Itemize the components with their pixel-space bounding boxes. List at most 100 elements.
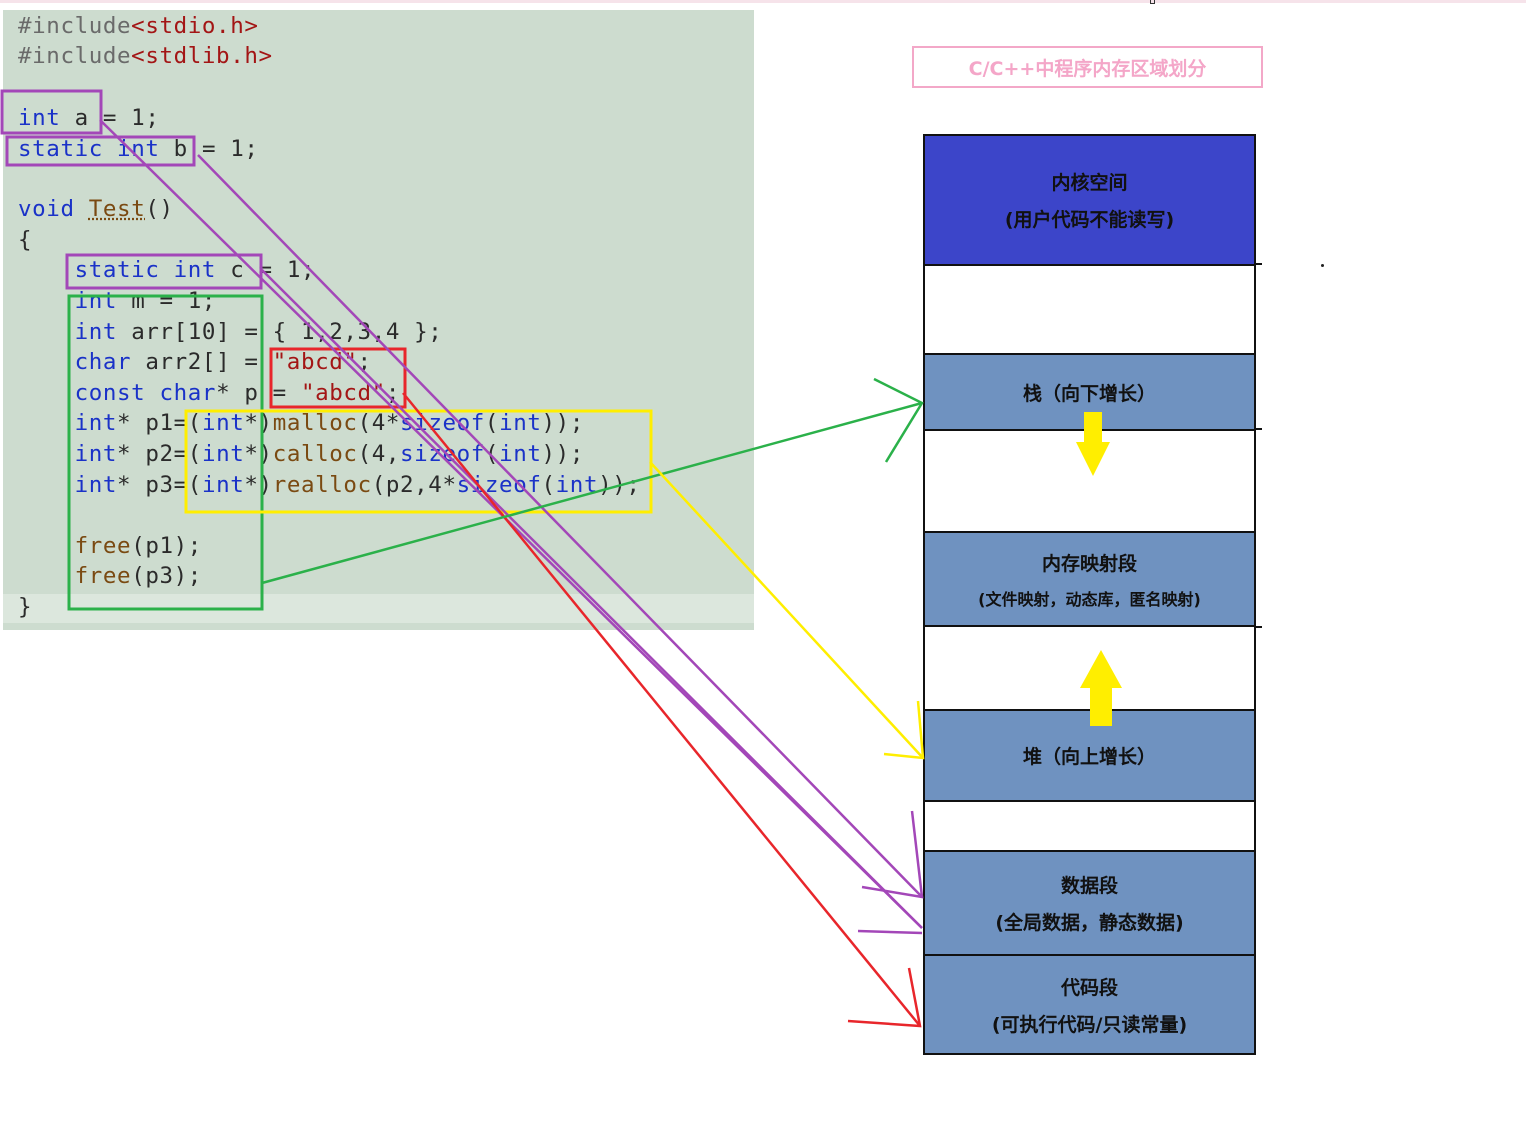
code-token: int	[74, 472, 118, 498]
green-box-locals	[67, 294, 264, 611]
code-token: (4,	[357, 441, 401, 467]
purple-box-int-a	[0, 89, 103, 135]
code-token: *)	[244, 472, 273, 498]
yellow-arrow-heap	[649, 461, 924, 759]
heap-block: 堆（向上增长）	[923, 709, 1256, 802]
code-token: int	[201, 472, 245, 498]
code-token: int	[499, 441, 542, 467]
gap-block-3	[923, 625, 1256, 711]
code-token: (p1);	[131, 533, 202, 559]
code-line: free(p1);	[18, 532, 202, 560]
red-arrowhead	[847, 967, 922, 1028]
code-token: sizeof	[400, 441, 485, 467]
green-arrow-locals	[261, 401, 923, 585]
code-token: char	[74, 349, 132, 375]
code-token: ));	[541, 441, 584, 467]
code-line: char arr2[] = "abcd";	[18, 348, 372, 376]
code-token: int	[74, 288, 118, 314]
code-token: static	[18, 136, 103, 162]
code-line: int m = 1;	[18, 287, 216, 315]
code-token: int	[201, 441, 245, 467]
diagram-title: C/C++中程序内存区域划分	[912, 46, 1263, 88]
code-token: #include	[18, 43, 132, 69]
code-token: * p3=(	[117, 472, 202, 498]
code-token: (p3);	[131, 563, 202, 589]
heap-grow-up-arrow	[1080, 650, 1122, 726]
code-token: int	[74, 441, 118, 467]
code-token: (	[484, 410, 500, 436]
code-token: arr2[] =	[131, 349, 273, 375]
code-token: * p =	[216, 380, 301, 406]
code-token: realloc	[272, 472, 372, 498]
code-token: * p1=(	[117, 410, 202, 436]
code-segment-title: 代码段	[1060, 976, 1118, 999]
code-token: int	[173, 257, 217, 283]
code-line: void Test()	[18, 195, 174, 223]
code-line: #include<stdio.h>	[18, 12, 259, 40]
data-segment-title: 数据段	[1060, 875, 1118, 897]
code-editor-panel	[3, 10, 754, 630]
code-token: ;	[385, 380, 401, 406]
code-token: int	[74, 319, 118, 345]
red-box-string-literals	[269, 347, 407, 409]
red-arrow-string	[402, 392, 921, 1027]
code-line: {	[18, 226, 32, 254]
code-token: Test	[88, 196, 146, 222]
cursor-marker	[1150, 0, 1155, 4]
code-segment-subtitle: (可执行代码/只读常量)	[991, 1013, 1188, 1036]
code-token: static	[74, 257, 160, 283]
purple-arrowhead-1	[861, 810, 924, 899]
yellow-arrowhead	[883, 700, 925, 760]
code-token: malloc	[272, 410, 358, 436]
purple-arrow-c	[261, 269, 923, 929]
stack-title: 栈（向下增长）	[1022, 382, 1156, 405]
code-token: *)	[244, 441, 273, 467]
code-token: b = 1;	[159, 136, 259, 162]
code-token: const	[74, 380, 146, 406]
code-token: {	[18, 227, 33, 253]
code-token: (	[541, 472, 556, 498]
purple-arrowhead-2	[857, 929, 923, 935]
code-token: #include	[18, 13, 132, 39]
code-token: "abcd"	[300, 380, 386, 406]
green-arrowhead	[873, 377, 924, 463]
code-token: int	[74, 410, 118, 436]
code-line: int* p2=(int*)calloc(4,sizeof(int));	[18, 440, 584, 468]
code-token: char	[159, 380, 217, 406]
purple-arrow-b	[197, 154, 923, 898]
kernel-subtitle: (用户代码不能读写)	[1004, 209, 1175, 231]
mmap-title: 内存映射段	[1041, 552, 1137, 575]
code-token: (p2,4*	[371, 472, 457, 498]
code-token: * p2=(	[117, 441, 202, 467]
code-token: a = 1;	[60, 105, 160, 131]
code-line: #include<stdlib.h>	[18, 42, 273, 70]
code-line: }	[18, 593, 32, 621]
code-line: static int c = 1;	[18, 256, 315, 284]
code-line: int* p1=(int*)malloc(4*sizeof(int));	[18, 409, 584, 437]
kernel-title: 内核空间	[1051, 172, 1128, 194]
code-segment-block: 代码段 (可执行代码/只读常量)	[923, 954, 1256, 1055]
code-token: int	[499, 410, 542, 436]
code-token: m = 1;	[117, 288, 217, 314]
code-token: <stdio.h>	[131, 13, 259, 39]
code-token: free	[74, 563, 132, 589]
code-token: ));	[541, 410, 584, 436]
code-line: int a = 1;	[18, 104, 159, 132]
code-line: free(p3);	[18, 562, 202, 590]
code-token: void	[18, 196, 75, 222]
data-segment-subtitle: (全局数据，静态数据)	[995, 912, 1184, 934]
code-token: (4*	[357, 410, 401, 436]
code-token: free	[74, 533, 132, 559]
code-token: "abcd"	[272, 349, 358, 375]
code-token: int	[18, 105, 61, 131]
code-token: }	[18, 594, 33, 620]
code-token: calloc	[272, 441, 358, 467]
code-token: ()	[145, 196, 174, 222]
code-token: <stdlib.h>	[131, 43, 273, 69]
heap-title: 堆（向上增长）	[1022, 746, 1156, 768]
top-border	[0, 0, 1526, 3]
purple-box-static-c	[65, 253, 263, 290]
code-token: *)	[244, 410, 273, 436]
mmap-subtitle: (文件映射，动态库，匿名映射)	[978, 589, 1201, 609]
